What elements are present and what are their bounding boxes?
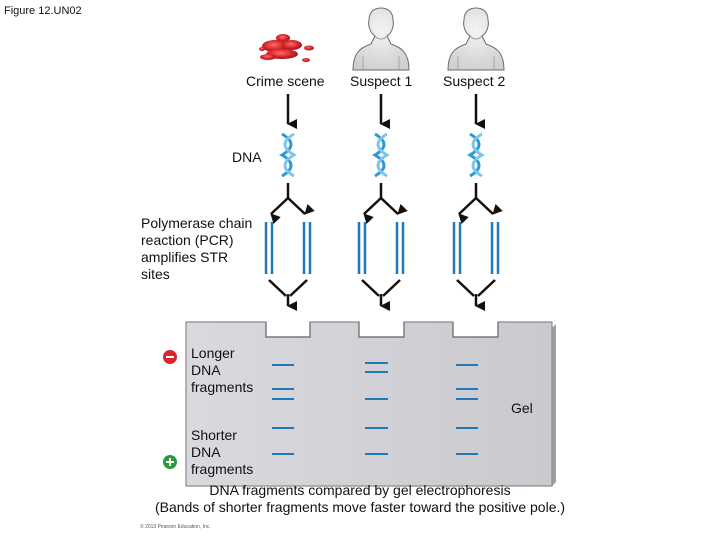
person-icon [352, 7, 410, 71]
source-arrows [286, 94, 485, 129]
pcr-lane [452, 183, 503, 311]
suspect-2-label: Suspect 2 [443, 73, 506, 89]
pcr-lane [264, 183, 315, 311]
figure-label: Figure 12.UN02 [4, 5, 82, 17]
dna-helix-icon [467, 132, 485, 178]
caption-line-2: (Bands of shorter fragments move faster … [154, 499, 566, 515]
shorter-label-line: Shorter [191, 427, 237, 443]
pcr-label-line: Polymerase chain [141, 215, 253, 231]
person-icon [447, 7, 505, 71]
pcr-label-line: reaction (PCR) [141, 232, 234, 248]
dna-label: DNA [232, 149, 262, 165]
pcr-label-line: amplifies STR [141, 249, 229, 265]
dna-helix-icon [279, 132, 297, 178]
copyright-notice: © 2013 Pearson Education, Inc. [140, 524, 211, 530]
gel-block [185, 321, 556, 487]
minus-electrode-icon [163, 350, 177, 364]
plus-electrode-icon [163, 455, 177, 469]
pcr-lane [357, 183, 408, 311]
shorter-label-line: DNA [191, 444, 221, 460]
gel-bands [272, 362, 478, 455]
caption-line-1: DNA fragments compared by gel electropho… [209, 482, 511, 498]
blood-stain-icon [259, 34, 314, 62]
shorter-label-line: fragments [191, 461, 254, 477]
suspect-1-label: Suspect 1 [350, 73, 413, 89]
gel-label: Gel [511, 400, 533, 416]
dna-helix-icon [372, 132, 390, 178]
longer-label-line: Longer [191, 345, 235, 361]
longer-label-line: fragments [191, 379, 254, 395]
longer-label-line: DNA [191, 362, 221, 378]
pcr-label-line: sites [141, 266, 170, 282]
crime-scene-label: Crime scene [246, 73, 325, 89]
